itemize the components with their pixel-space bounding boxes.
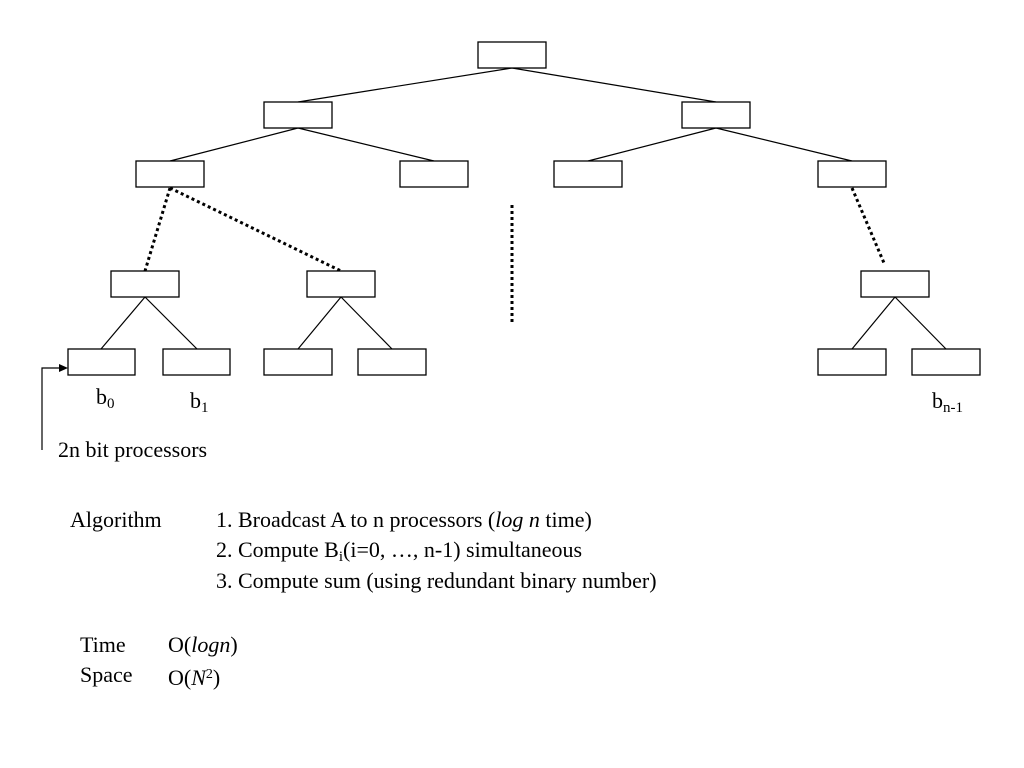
space-em: N — [191, 665, 206, 690]
space-label: Space — [80, 662, 133, 687]
step2-sub: i — [338, 549, 344, 565]
algorithm-heading: Algorithm — [70, 507, 162, 532]
step1-post: time) — [539, 507, 592, 532]
leaf-node-b0 — [67, 348, 136, 376]
node-level2-2 — [399, 160, 469, 188]
label-bn1-sub: n-1 — [943, 400, 963, 416]
leaf-node-b1 — [162, 348, 231, 376]
edge-a-leaf0 — [100, 296, 146, 350]
leaf-node-4 — [817, 348, 887, 376]
node-lower-a — [110, 270, 180, 298]
space-pre: O( — [168, 665, 192, 690]
space-value: O(N2) — [168, 660, 220, 693]
processor-arrow-line — [41, 367, 62, 450]
node-level2-4 — [817, 160, 887, 188]
node-level2-1 — [135, 160, 205, 188]
leaf-node-2 — [263, 348, 333, 376]
label-bn1-base: b — [932, 388, 943, 413]
dotted-edge-ll-a — [143, 187, 172, 272]
time-value: O(logn) — [168, 630, 238, 660]
step1-em: log n — [495, 507, 540, 532]
time-pre: O( — [168, 632, 192, 657]
label-b1-sub: 1 — [201, 400, 209, 416]
edge-l1-ll — [169, 127, 299, 162]
edge-root-right — [511, 67, 717, 103]
space-sup: 2 — [205, 667, 213, 682]
processor-arrow-head — [59, 364, 68, 372]
label-b0-base: b — [96, 384, 107, 409]
label-b0-sub: 0 — [107, 396, 115, 412]
processor-note: 2n bit processors — [58, 437, 208, 462]
edge-b-leaf3 — [340, 296, 393, 350]
space-post: ) — [212, 665, 221, 690]
dotted-edge-ll-b — [169, 186, 342, 273]
edge-r1-rr — [715, 127, 853, 162]
node-level2-3 — [553, 160, 623, 188]
algorithm-step-3: 3. Compute sum (using redundant binary n… — [216, 568, 657, 593]
algorithm-step-1: 1. Broadcast A to n processors (log n ti… — [216, 505, 592, 535]
node-level1-left — [263, 101, 333, 129]
step2-pre: 2. Compute B — [216, 537, 339, 562]
edge-a-leaf1 — [144, 296, 198, 350]
node-level1-right — [681, 101, 751, 129]
edge-r1-rl — [587, 127, 717, 162]
label-b0: b0 — [96, 386, 115, 412]
edge-c-leaf4 — [851, 296, 896, 350]
edge-l1-lr — [297, 127, 435, 162]
label-b1: b1 — [190, 390, 209, 416]
node-lower-b — [306, 270, 376, 298]
time-post: ) — [230, 632, 238, 657]
time-label: Time — [80, 632, 126, 657]
label-bn1: bn-1 — [932, 390, 963, 416]
algorithm-step-2: 2. Compute Bi(i=0, …, n-1) simultaneous — [216, 535, 582, 572]
edge-c-leaf5 — [894, 296, 947, 350]
dotted-edge-rr-c — [850, 187, 886, 264]
leaf-node-3 — [357, 348, 427, 376]
node-lower-c — [860, 270, 930, 298]
time-em: logn — [191, 632, 231, 657]
step1-pre: 1. Broadcast A to n processors ( — [216, 507, 496, 532]
leaf-node-bn1 — [911, 348, 981, 376]
edge-root-left — [297, 67, 513, 103]
node-root — [477, 41, 547, 69]
label-b1-base: b — [190, 388, 201, 413]
step2-post: (i=0, …, n-1) simultaneous — [343, 537, 583, 562]
edge-b-leaf2 — [297, 296, 342, 350]
